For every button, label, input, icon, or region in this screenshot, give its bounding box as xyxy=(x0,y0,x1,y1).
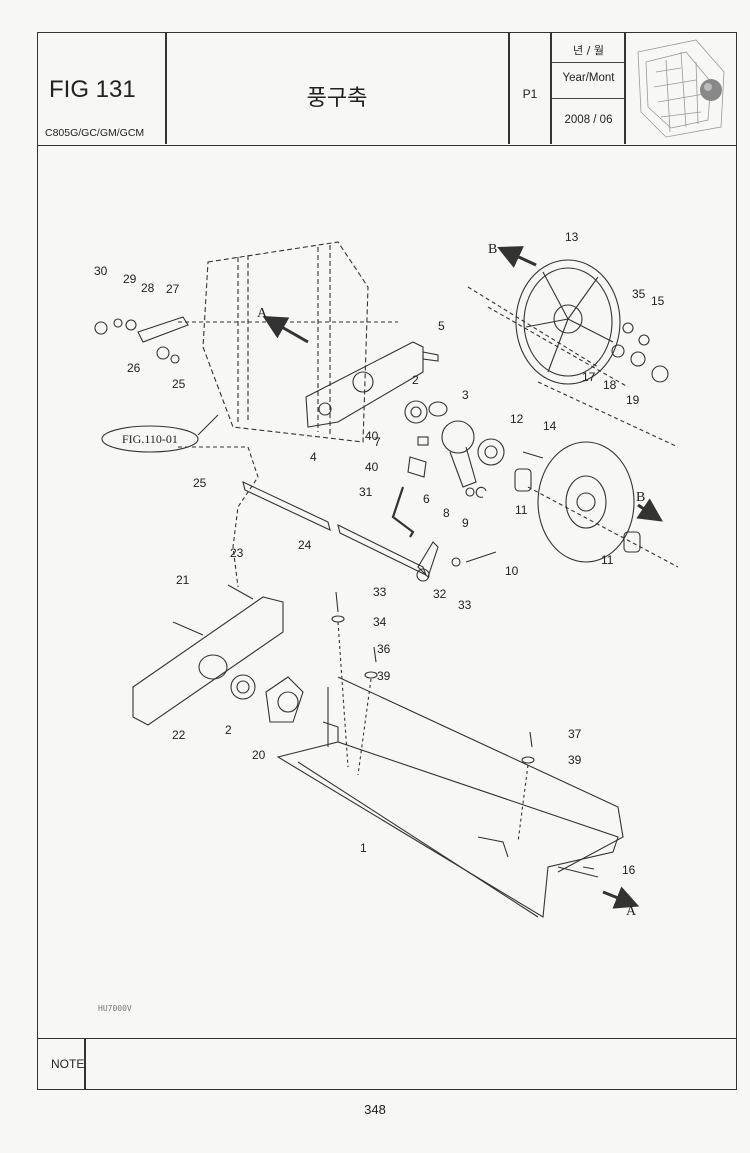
model-list: C805G/GC/GM/GCM xyxy=(45,127,145,139)
callout-40: 40 xyxy=(365,429,379,443)
callout-26: 26 xyxy=(127,361,141,375)
bracket-22 xyxy=(132,596,284,726)
callout-9: 9 xyxy=(462,516,469,530)
callout-6: 6 xyxy=(423,492,430,506)
arrow-b-label-2: B xyxy=(636,490,645,505)
trough-1 xyxy=(276,741,619,918)
callout-13: 13 xyxy=(565,230,579,244)
year-month-label-ko: 년 / 월 xyxy=(573,44,604,57)
page-code: P1 xyxy=(522,87,538,101)
note-label: NOTE xyxy=(51,1057,85,1071)
fig-ref-label: FIG.110-01 xyxy=(122,432,178,446)
fig-cell: FIG 131 C805G/GC/GM/GCM xyxy=(37,32,165,144)
callout-2: 2 xyxy=(225,723,232,737)
callout-35: 35 xyxy=(632,287,646,301)
callout-2: 2 xyxy=(412,373,419,387)
callout-12: 12 xyxy=(510,412,524,426)
arrow-b-label: B xyxy=(488,242,497,257)
lever-arm xyxy=(305,341,424,428)
callout-34: 34 xyxy=(373,615,387,629)
callout-15: 15 xyxy=(651,294,665,308)
callout-40: 40 xyxy=(365,460,379,474)
callout-36: 36 xyxy=(377,642,391,656)
callout-20: 20 xyxy=(252,748,266,762)
callout-17: 17 xyxy=(582,370,596,384)
title-cell: 풍구축 xyxy=(167,32,507,144)
callout-39: 39 xyxy=(377,669,391,683)
date-cell: 년 / 월 Year/Mont 2008 / 06 xyxy=(552,32,625,144)
callout-19: 19 xyxy=(626,393,640,407)
callout-37: 37 xyxy=(568,727,582,741)
shaft-24 xyxy=(242,481,331,531)
callout-28: 28 xyxy=(141,281,155,295)
callout-32: 32 xyxy=(433,587,447,601)
arrow-a-label-2: A xyxy=(626,904,637,919)
image-code: HU7000V xyxy=(98,1004,132,1013)
callout-22: 22 xyxy=(172,728,186,742)
revision-date: 2008 / 06 xyxy=(564,114,613,126)
note-row: NOTE xyxy=(37,1038,737,1090)
frame-plate-outline xyxy=(202,241,369,443)
callout-24: 24 xyxy=(298,538,312,552)
callout-25: 25 xyxy=(172,377,186,391)
disk-10 xyxy=(537,441,635,563)
callout-3: 3 xyxy=(462,388,469,402)
callout-8: 8 xyxy=(443,506,450,520)
callout-23: 23 xyxy=(230,546,244,560)
callout-5: 5 xyxy=(438,319,445,333)
callout-27: 27 xyxy=(166,282,180,296)
page-number: 348 xyxy=(364,1102,386,1117)
ref-ellipse xyxy=(101,425,199,453)
callout-14: 14 xyxy=(543,419,557,433)
fig-number: FIG 131 xyxy=(49,76,136,103)
pulley-13 xyxy=(515,259,621,385)
title-block: FIG 131 C805G/GC/GM/GCM 풍구축 P1 년 / 월 Yea… xyxy=(37,32,737,146)
plate-27 xyxy=(137,316,189,343)
callout-21: 21 xyxy=(176,573,190,587)
machine-thumbnail xyxy=(637,39,725,138)
callout-18: 18 xyxy=(603,378,617,392)
callout-33: 33 xyxy=(458,598,472,612)
callout-10: 10 xyxy=(505,564,519,578)
callout-31: 31 xyxy=(359,485,373,499)
callout-33: 33 xyxy=(373,585,387,599)
arrow-a-label: A xyxy=(257,306,268,321)
callout-11: 11 xyxy=(601,553,614,567)
thumbnail-cell xyxy=(626,32,735,144)
exploded-parts-diagram: A B B A FIG.110-01 122345678910111112131… xyxy=(94,230,679,919)
callout-29: 29 xyxy=(123,272,137,286)
callout-16: 16 xyxy=(622,863,636,877)
callout-11: 11 xyxy=(515,503,528,517)
callout-25: 25 xyxy=(193,476,207,490)
callout-1: 1 xyxy=(360,841,367,855)
callout-7: 7 xyxy=(374,435,381,449)
callout-30: 30 xyxy=(94,264,108,278)
callout-4: 4 xyxy=(310,450,317,464)
callout-39: 39 xyxy=(568,753,582,767)
page-title: 풍구축 xyxy=(306,86,368,111)
year-month-label-en: Year/Mont xyxy=(562,72,615,84)
page-code-cell: P1 xyxy=(510,32,550,144)
page-frame xyxy=(37,32,737,1090)
